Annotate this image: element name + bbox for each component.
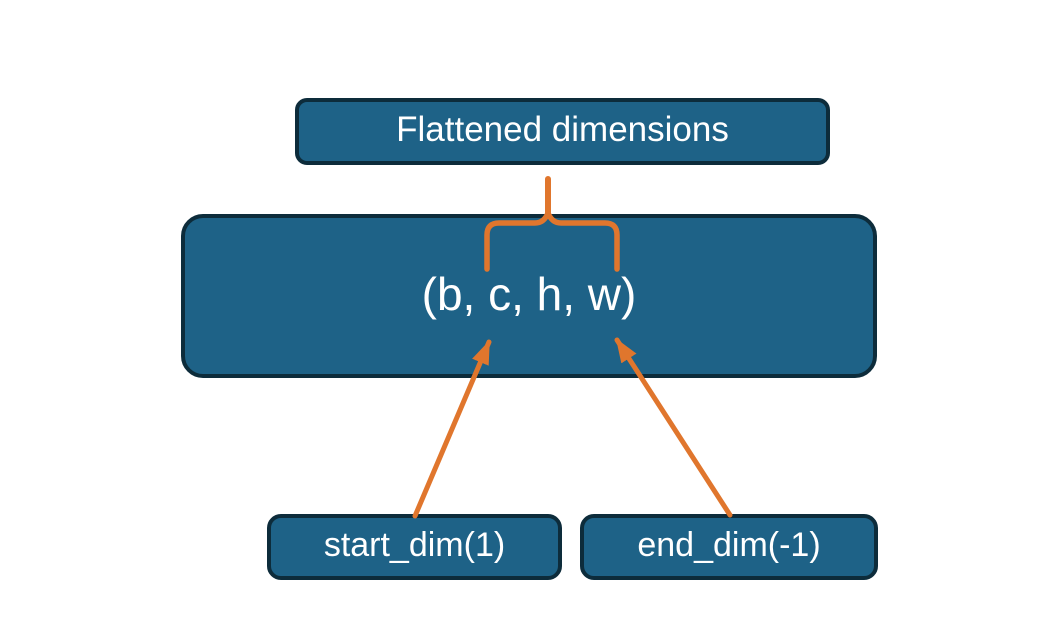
start-dim-label: start_dim(1): [323, 526, 506, 564]
flattened-dimensions-label: Flattened dimensions: [396, 110, 729, 149]
end-dim-box: end_dim(-1): [580, 514, 878, 580]
end-dim-label: end_dim(-1): [637, 526, 821, 564]
flattened-dimensions-box: Flattened dimensions: [295, 98, 830, 165]
tensor-shape-box: (b, c, h, w): [181, 214, 877, 378]
tensor-shape-label: (b, c, h, w): [421, 268, 637, 320]
start-dim-box: start_dim(1): [267, 514, 562, 580]
